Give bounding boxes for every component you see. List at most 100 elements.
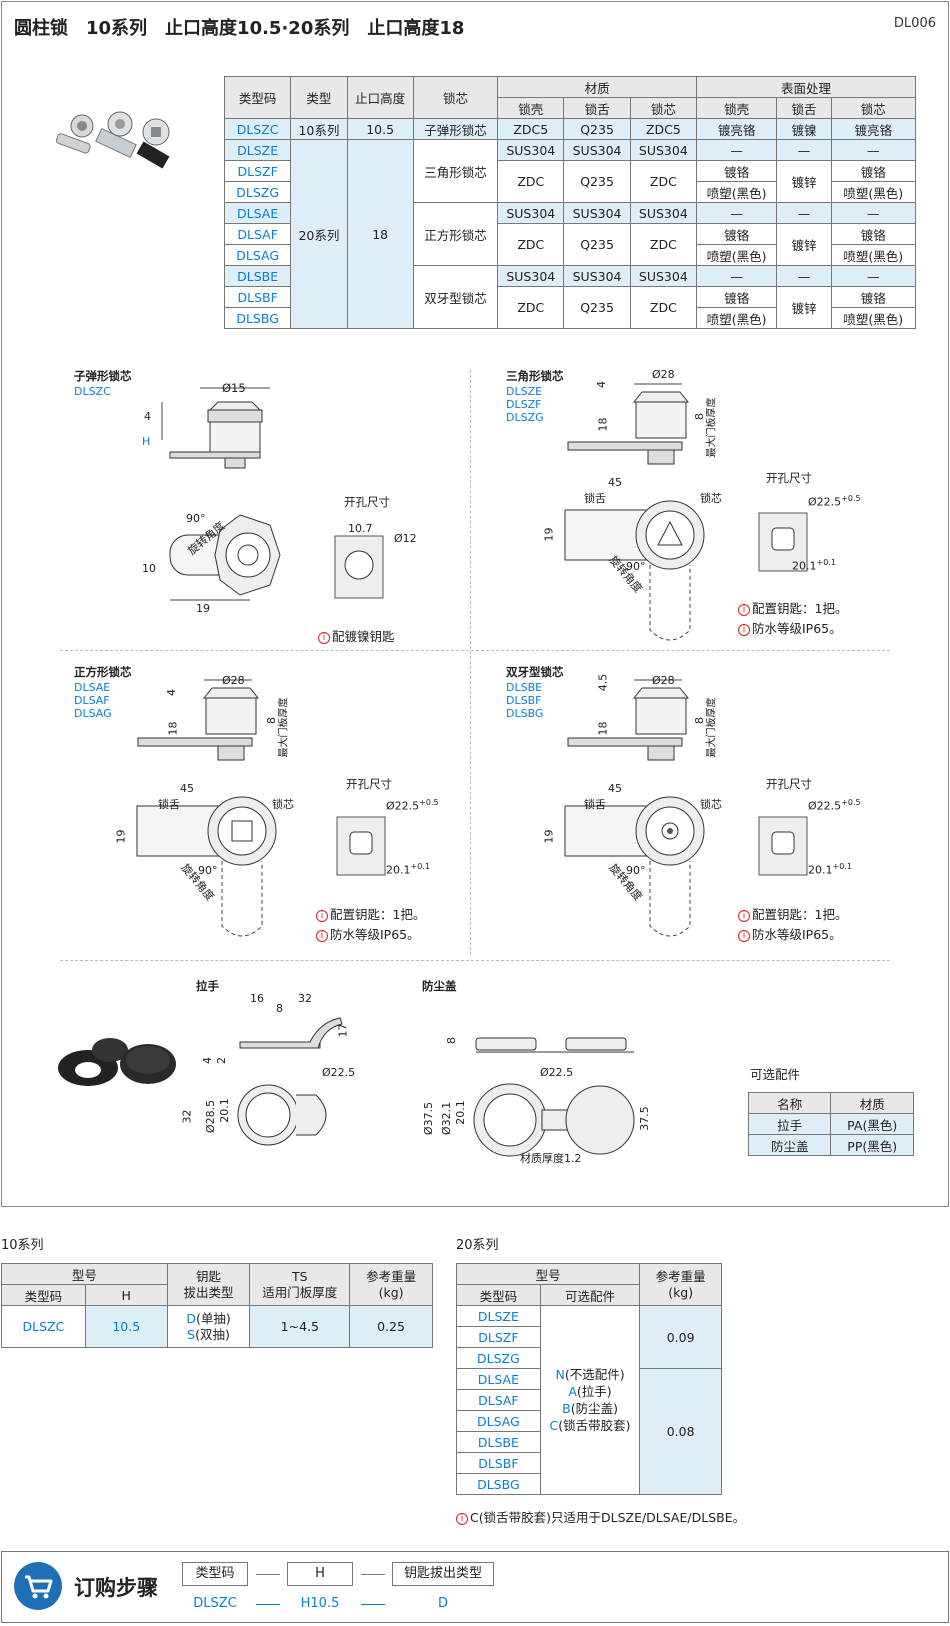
cart-icon [14, 1562, 62, 1610]
dim-label: Ø37.5 [422, 1101, 436, 1136]
order-value-typecode: DLSZC [193, 1596, 237, 1611]
dim-label: 8 [445, 1037, 458, 1044]
dim-label: 20.1+0.1 [808, 862, 852, 877]
series20-label: 20系列 [456, 1238, 499, 1253]
sq-front-view [136, 796, 277, 937]
table-row: DLSZF [456, 1326, 722, 1348]
order-steps [1, 1551, 949, 1623]
order-step-key: 钥匙拔出类型 [392, 1562, 494, 1586]
hole-size-label: 开孔尺寸 [766, 471, 812, 485]
dim-label: 45 [608, 782, 622, 795]
dim-label: 4 [144, 410, 151, 423]
order-title: 订购步骤 [74, 1576, 158, 1600]
hole-size-label: 开孔尺寸 [766, 777, 812, 791]
sq-side-view [137, 679, 260, 761]
info-icon: i [456, 1513, 468, 1525]
dim-label: 17 [336, 1023, 350, 1038]
col-core2: 锁芯 [629, 97, 698, 119]
dbl-side-view [567, 679, 690, 761]
col-typecode: 类型码 [223, 76, 292, 119]
dim-label: 20.1 [453, 1100, 467, 1125]
hole-size-label: 开孔尺寸 [346, 777, 392, 791]
handle-side-view [239, 1017, 343, 1049]
dim-label: 锁舌 [584, 492, 606, 505]
order-dash [361, 1604, 385, 1605]
dim-label: 4.5 [596, 673, 610, 692]
bullet-title: 子弹形锁芯 [74, 369, 132, 383]
dim-label: 10 [142, 562, 156, 575]
divider-horizontal [60, 650, 890, 651]
dim-label: 90° [186, 512, 206, 525]
bullet-code: DLSZC [74, 385, 111, 398]
page-title: 圆柱锁 10系列 止口高度10.5·20系列 止口高度18 [14, 18, 465, 39]
table-row: DLSZC 10.5 D(单抽)S(双抽) 1~4.5 0.25 [1, 1305, 433, 1348]
dbl-hole [758, 816, 808, 876]
tri-front-view [564, 500, 705, 641]
dim-label: 锁芯 [272, 798, 294, 811]
dbl-title: 双牙型锁芯 [506, 665, 564, 679]
dim-label: 锁芯 [700, 798, 722, 811]
col-shell-surface: 锁壳 [695, 97, 778, 119]
info-icon: i [316, 910, 328, 922]
sq-hole [336, 816, 386, 876]
table-row: DLSBG 喷塑(黑色)喷塑(黑色) [223, 307, 917, 329]
dim-label: Ø22.5+0.5 [386, 798, 439, 813]
dim-label: 90° [626, 560, 646, 573]
dim-label: 45 [180, 782, 194, 795]
dim-label: 4 [201, 1057, 214, 1064]
table-row: DLSBF [456, 1452, 722, 1474]
hole-size-label: 开孔尺寸 [344, 495, 390, 509]
dim-label: 20.1 [217, 1098, 231, 1123]
dim-label: Ø28 [222, 674, 245, 687]
dim-label: 20.1+0.1 [386, 862, 430, 877]
dim-label: 90° [198, 864, 218, 877]
dim-label: 锁舌 [158, 798, 180, 811]
info-icon: i [738, 624, 750, 636]
handle-title: 拉手 [196, 979, 219, 993]
dim-label: 8 [276, 1002, 283, 1015]
product-photo [55, 111, 170, 169]
order-dash [361, 1574, 385, 1575]
col-tongue: 锁舌 [563, 97, 631, 119]
divider-vertical [470, 370, 471, 955]
cover-title: 防尘盖 [422, 979, 457, 993]
dim-label: 最大门板厚度 [278, 697, 290, 758]
info-icon: i [738, 930, 750, 942]
dim-label: Ø15 [222, 381, 246, 395]
dim-label: 19 [542, 829, 556, 844]
dim-label: 20.1+0.1 [792, 558, 836, 573]
info-icon: i [318, 632, 330, 644]
col-surface: 表面处理 [696, 76, 916, 98]
table-row: DLSAG 喷塑(黑色)喷塑(黑色) [223, 244, 917, 266]
dim-label: 19 [114, 829, 128, 844]
order-step-typecode: 类型码 [182, 1562, 248, 1586]
col-core-surface: 锁芯 [830, 97, 917, 119]
order-value-key: D [437, 1596, 448, 1611]
sq-title: 正方形锁芯 [74, 665, 132, 679]
spec-table: 类型码 类型 止口高度 锁芯 材质 表面处理 锁壳锁舌锁芯 锁壳锁舌锁芯 DLS… [223, 76, 917, 329]
dim-label: Ø28 [652, 368, 675, 381]
dim-label: 16 [250, 992, 264, 1005]
dim-label: 2 [215, 1057, 228, 1064]
dim-label: 18 [596, 721, 610, 736]
order-step-h: H [287, 1562, 353, 1586]
dim-label: 最大门板厚度 [706, 397, 718, 458]
dim-label: 材质厚度1.2 [520, 1152, 582, 1165]
dim-label: 19 [196, 602, 210, 615]
catalog-frame [1, 1, 949, 1207]
cover-side-view [475, 1037, 634, 1053]
